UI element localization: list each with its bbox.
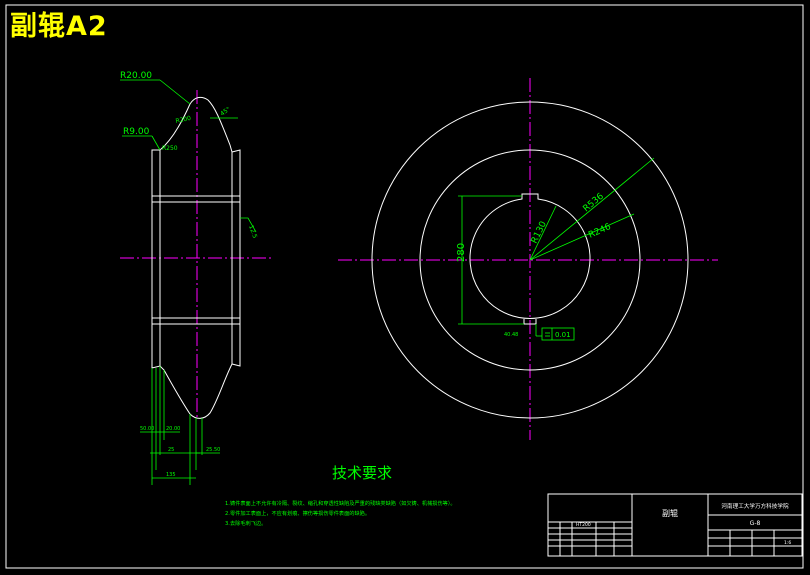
sheet-border: [5, 4, 804, 569]
tech-heading: 技术要求: [332, 464, 392, 482]
drawing-title: 副辊A2: [10, 11, 108, 42]
tb-material: HT200: [576, 522, 591, 528]
bottom-dim-3: 25: [168, 447, 174, 453]
tech-note-3: 3.去除毛刺飞边。: [225, 519, 266, 527]
tech-note-2: 2.零件加工表面上，不应有划痕、擦伤等损伤零件表面的缺陷。: [225, 509, 370, 517]
dim-roughness: 12.5: [247, 224, 258, 239]
tech-note-1: 1.铸件表面上不允许有冷隔、裂纹、缩孔和穿透性缺陷及严重的残缺类缺陷（如欠铸、机…: [225, 499, 456, 507]
dim-r-top: R20.00: [120, 71, 152, 81]
bottom-dim-4: 25.50: [206, 447, 220, 453]
tb-scale: 1:6: [784, 540, 791, 546]
dim-r-side: R9.00: [123, 127, 150, 137]
dim-tol: 0.01: [555, 331, 571, 339]
tb-school: 河南理工大学万方科技学院: [721, 502, 789, 510]
side-view: R20.00 R9.00 R200 R250 45° 12.5 50.00 20…: [120, 71, 272, 485]
leader-r-side-2: [151, 135, 161, 151]
tb-drawing-no: G-8: [750, 520, 761, 527]
leader-r-top-2: [159, 79, 191, 105]
bottom-dim-2: 20.00: [166, 426, 180, 432]
dim-height: 280: [456, 243, 467, 262]
dim-r-groove2: R250: [162, 145, 178, 152]
tb-part-name: 副辊: [662, 508, 678, 518]
outer-circle: [371, 101, 689, 419]
dim-key: 40.48: [504, 332, 518, 338]
dim-inner: R130: [530, 220, 549, 246]
bottom-dimensions: [140, 366, 220, 485]
dim-mid: R246: [587, 222, 613, 241]
bottom-dim-1: 50.00: [140, 426, 154, 432]
dim-outer: R536: [582, 191, 607, 214]
title-block: [547, 493, 803, 557]
bottom-keyway: [523, 319, 537, 325]
middle-circle: [419, 149, 641, 371]
leader-mid: [529, 213, 635, 261]
front-view: R536 R246 R130 280 0.01 40.48: [338, 78, 718, 440]
dim-r-groove: R200: [175, 115, 192, 125]
bottom-dim-5: 135: [166, 472, 176, 478]
bore-circle-with-keyway: [469, 193, 591, 319]
dim-angle: 45°: [219, 106, 232, 118]
leader-outer: [529, 157, 655, 261]
leader-inner: [529, 205, 557, 261]
roughness-symbol: [240, 217, 257, 233]
tol-frame: [541, 327, 575, 341]
